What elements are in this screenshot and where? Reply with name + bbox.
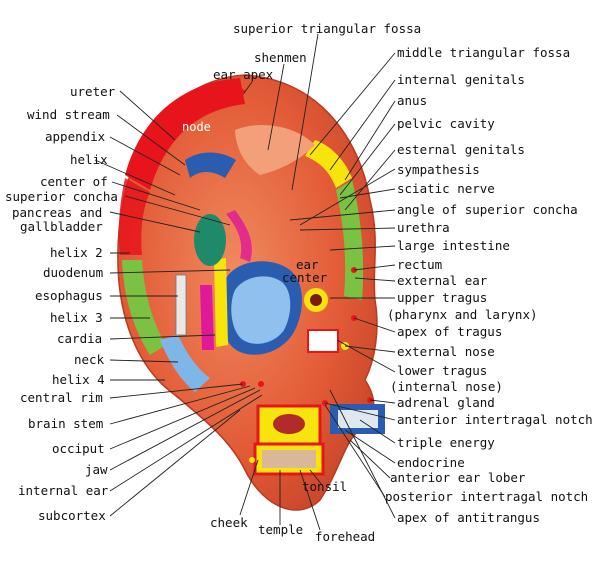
label-ear-center-2: center [282,270,328,285]
label-center-of: center of [40,174,108,189]
lower-tragus-box [307,329,339,353]
label-triple-energy: triple energy [397,435,495,450]
label-internal-genitals: internal genitals [397,72,525,87]
label-posterior-intertragal-notch: posterior intertragal notch [385,489,588,504]
label-apex-of-tragus: apex of tragus [397,324,502,339]
label-tonsil: tonsil [302,479,347,494]
label-gallbladder: gallbladder [20,219,103,234]
label-node: node [182,120,211,134]
concha-lightblue [231,276,291,344]
label-helix-4: helix 4 [52,372,105,387]
label-anterior-intertragal-notch: anterior intertragal notch [397,412,593,427]
antihelix-stripe [226,210,252,262]
label-appendix: appendix [45,129,106,144]
yellow-inner-strip [214,258,228,347]
label-superior-concha: superior concha [5,189,118,204]
mouth-icon [273,414,305,434]
blue-band [185,152,236,178]
label-superior-triangular-fossa: superior triangular fossa [233,21,421,36]
label-helix: helix [70,152,108,167]
label-large-intestine: large intestine [397,238,510,253]
label-forehead: forehead [315,529,375,544]
eyes-icon [262,450,316,468]
teeth-icon [338,410,378,428]
label-urethra: urethra [397,220,450,235]
label-subcortex: subcortex [38,508,106,523]
label-internal-ear: internal ear [18,483,109,498]
label-central-rim: central rim [20,390,103,405]
label-cardia: cardia [57,331,102,346]
lightblue-band [160,335,210,392]
label-apex-of-antitrangus: apex of antitrangus [397,510,540,525]
label-brain-stem: brain stem [28,416,103,431]
label-occiput: occiput [52,441,105,456]
label-esternal-genitals: esternal genitals [397,142,525,157]
label-upper-tragus: upper tragus [397,290,487,305]
label-angle-of-superior-concha: angle of superior concha [397,202,578,217]
label-anterior-ear-lober: anterior ear lober [390,470,526,485]
label-rectum: rectum [397,257,442,272]
label-external-ear: external ear [397,273,488,288]
label-ear-apex: ear apex [213,67,274,82]
label-shenmen: shenmen [254,50,307,65]
label-helix-3: helix 3 [50,310,103,325]
label-neck: neck [74,352,105,367]
label-duodenum: duodenum [43,265,103,280]
label-helix-2: helix 2 [50,245,103,260]
tragus-inner [310,294,322,306]
label-wind-stream: wind stream [27,107,110,122]
label-anus: anus [397,93,427,108]
label-pancreas-and: pancreas and [12,205,102,220]
pancreas-region [194,214,226,266]
label-middle-triangular-fossa: middle triangular fossa [397,45,570,60]
label-adrenal-gland: adrenal gland [397,395,495,410]
label-temple: temple [258,522,303,537]
label-pelvic-cavity: pelvic cavity [397,116,495,131]
helix-red-band [125,78,245,190]
label-sciatic-nerve: sciatic nerve [397,181,495,196]
label-internal-nose: (internal nose) [390,379,503,394]
label-jaw: jaw [85,462,108,477]
label-external-nose: external nose [397,344,495,359]
label-esophagus: esophagus [35,288,103,303]
esophagus-stripe [175,274,187,336]
label-lower-tragus: lower tragus [397,363,487,378]
leader-lines [94,33,396,531]
label-cheek: cheek [210,515,248,530]
magenta-strip [200,285,214,350]
yellow-band-upper [305,140,352,188]
label-ureter: ureter [70,84,116,99]
label-sympathesis: sympathesis [397,162,480,177]
label-endocrine: endocrine [397,455,465,470]
helix-left-red [118,178,150,255]
label-ear-center-1: ear [296,257,319,272]
green-band-left [122,260,166,355]
label-pharynx-and-larynx: (pharynx and larynx) [387,307,538,322]
triangular-fossa [235,125,315,175]
